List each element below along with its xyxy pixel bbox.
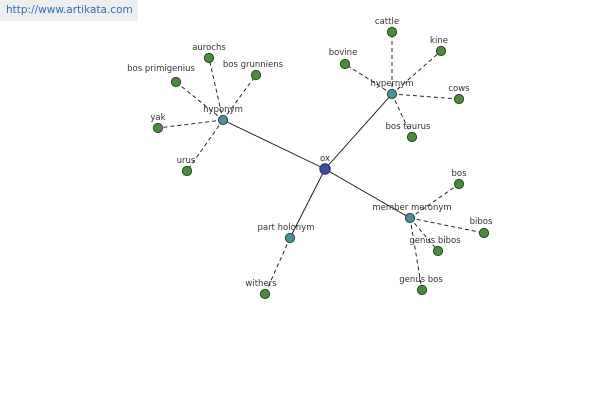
edge-hypernym-bovine [344,63,393,95]
edge-hyponym-urus [186,119,224,172]
edge-hyponym-bos-primigenius [175,81,224,121]
node-part-holonym[interactable] [284,232,296,244]
label-part-holonym[interactable]: part holonym [258,223,315,233]
label-bos-primigenius[interactable]: bos primigenius [127,64,195,74]
node-yak[interactable] [152,122,164,134]
label-genus-bibos[interactable]: genus bibos [409,236,461,246]
node-genus-bibos[interactable] [432,245,444,257]
edge-ox-hyponym [222,119,326,170]
label-kine[interactable]: kine [430,36,448,46]
node-cattle[interactable] [386,26,398,38]
edge-part-holonym-withers [264,237,291,295]
edge-member-meronym-genus-bos [409,217,423,291]
node-urus[interactable] [181,165,193,177]
label-cows[interactable]: cows [448,84,470,94]
node-member-meronym[interactable] [404,212,416,224]
label-yak[interactable]: yak [150,113,165,123]
edge-hyponym-yak [157,119,224,129]
label-genus-bos[interactable]: genus bos [399,275,443,285]
label-bos[interactable]: bos [451,169,467,179]
graph-labels: ox hyponym hypernym member meronym part holo… [127,17,493,289]
edge-member-meronym-bibos [409,217,485,234]
label-cattle[interactable]: cattle [375,17,399,27]
label-bos-taurus[interactable]: bos taurus [386,122,432,132]
node-ox[interactable] [319,163,331,175]
label-member-meronym[interactable]: member meronym [372,203,451,213]
label-ox[interactable]: ox [320,154,330,164]
graph-nodes [152,26,490,300]
edge-hyponym-bos-grunniens [222,74,257,121]
node-hypernym[interactable] [386,88,398,100]
label-bovine[interactable]: bovine [329,48,358,58]
node-bos-taurus[interactable] [406,131,418,143]
edge-ox-part-holonym [289,168,326,239]
node-hyponym[interactable] [217,114,229,126]
site-url-watermark[interactable]: http://www.artikata.com [0,0,138,21]
node-bos-primigenius[interactable] [170,76,182,88]
edge-member-meronym-genus-bibos [409,217,439,252]
edge-hyponym-aurochs [208,57,224,121]
label-withers[interactable]: withers [245,279,277,289]
edge-ox-hypernym [324,93,393,170]
node-cows[interactable] [453,93,465,105]
node-bovine[interactable] [339,58,351,70]
label-bibos[interactable]: bibos [470,217,493,227]
edge-hypernym-bos-taurus [391,93,413,138]
node-bibos[interactable] [478,227,490,239]
node-genus-bos[interactable] [416,284,428,296]
node-kine[interactable] [435,45,447,57]
edge-hypernym-cows [391,93,460,100]
label-bos-grunniens[interactable]: bos grunniens [223,60,284,70]
label-aurochs[interactable]: aurochs [192,43,226,53]
edge-ox-member-meronym [324,168,411,219]
node-bos-grunniens[interactable] [250,69,262,81]
label-hyponym[interactable]: hyponym [203,105,243,115]
graph-edges [157,32,485,295]
node-aurochs[interactable] [203,52,215,64]
label-hypernym[interactable]: hypernym [370,79,413,89]
edge-hypernym-kine [391,50,442,95]
node-withers[interactable] [259,288,271,300]
label-urus[interactable]: urus [177,156,196,166]
edge-member-meronym-bos [409,183,460,219]
node-bos[interactable] [453,178,465,190]
